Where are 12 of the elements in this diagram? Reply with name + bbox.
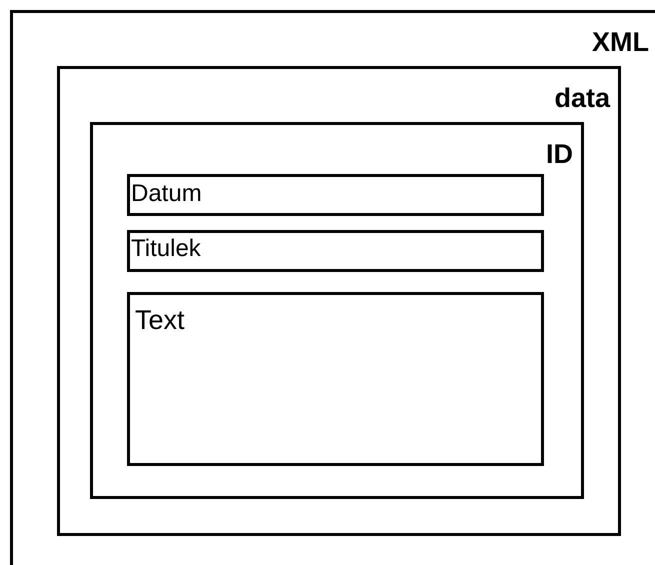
container-box <box>10 10 655 565</box>
box-heading: ID <box>546 141 573 168</box>
field-box <box>127 230 544 272</box>
field-box <box>127 174 544 216</box>
box-heading: XML <box>592 29 649 56</box>
box-heading: data <box>554 85 610 112</box>
field-box <box>127 292 544 466</box>
container-box <box>90 122 584 499</box>
field-label: Datum <box>131 182 202 206</box>
field-label: Titulek <box>131 237 201 261</box>
container-box <box>57 66 621 536</box>
field-label: Text <box>135 307 185 334</box>
